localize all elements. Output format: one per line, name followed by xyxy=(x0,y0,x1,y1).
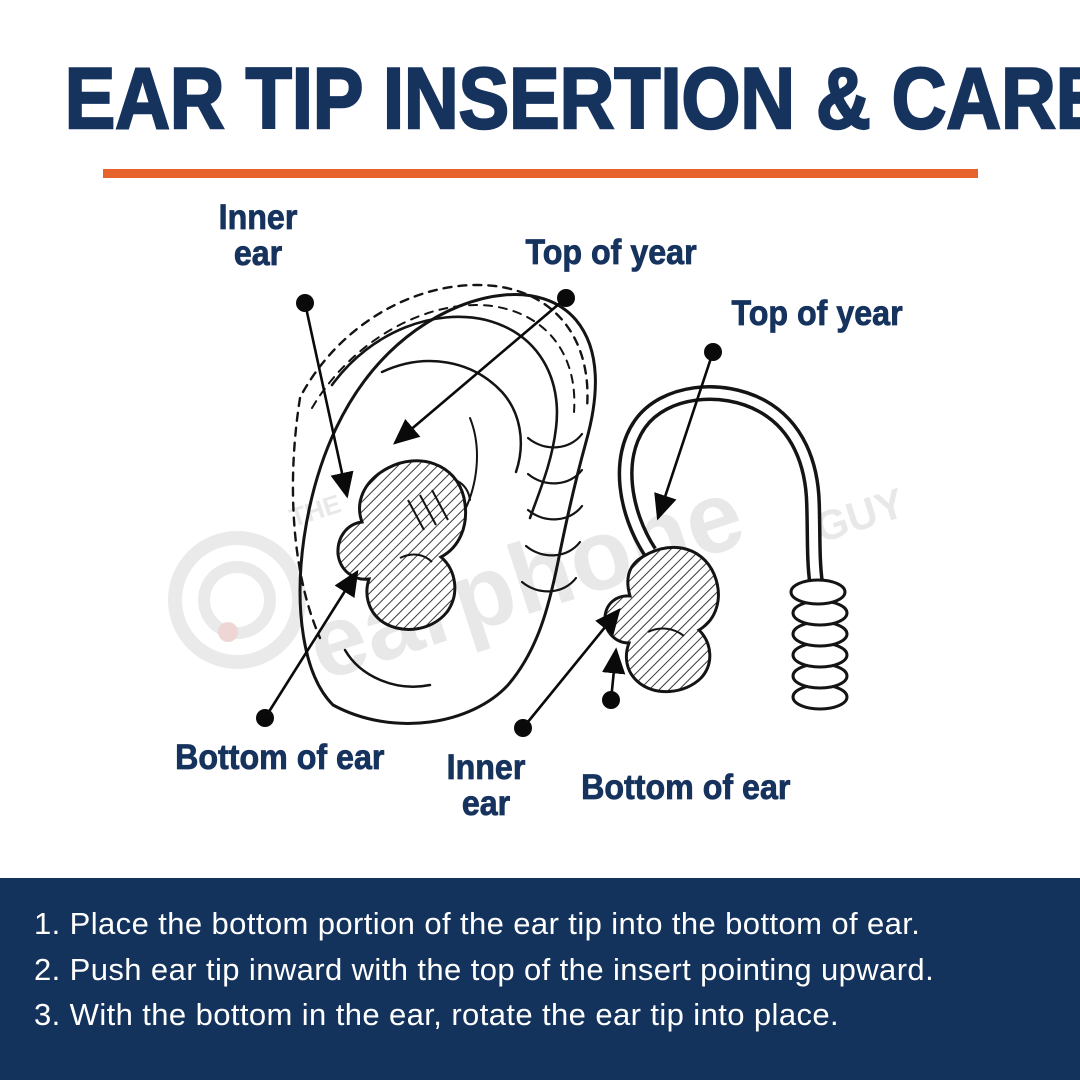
label-line: Inner xyxy=(218,198,298,237)
watermark-guy: GUY xyxy=(809,479,910,552)
label-line: ear xyxy=(461,783,511,823)
label-bottom-of-ear-right: Bottom of ear xyxy=(581,768,791,807)
instruction-step-2: 2. Push ear tip inward with the top of t… xyxy=(34,951,935,987)
earpiece-with-coil xyxy=(603,385,849,711)
label-top-of-ear-right: Top of year xyxy=(731,294,903,333)
label-line: Inner xyxy=(446,748,526,787)
label-line: ear xyxy=(233,233,283,273)
label-inner-ear-bottom: Inner ear xyxy=(434,748,537,823)
instructions-panel: 1. Place the bottom portion of the ear t… xyxy=(0,878,1080,1080)
page-title: EAR TIP INSERTION & CARE xyxy=(64,50,1080,149)
accent-divider xyxy=(102,169,978,178)
brand-watermark: THE earphone GUY xyxy=(168,457,910,702)
callout-arrows xyxy=(263,297,715,729)
ear-illustration: THE earphone GUY xyxy=(168,283,910,737)
instruction-step-1: 1. Place the bottom portion of the ear t… xyxy=(34,906,921,941)
callout-dots xyxy=(256,289,722,737)
ear-diagram: THE earphone GUY xyxy=(0,180,1080,878)
outer-ear-drawing xyxy=(291,283,597,725)
ear-tip-in-ear xyxy=(336,459,467,631)
label-bottom-of-ear-left: Bottom of ear xyxy=(175,738,385,777)
label-inner-ear-top: Inner ear xyxy=(203,198,313,273)
instruction-step-3: 3. With the bottom in the ear, rotate th… xyxy=(34,997,840,1033)
label-top-of-ear-left: Top of year xyxy=(525,233,697,272)
